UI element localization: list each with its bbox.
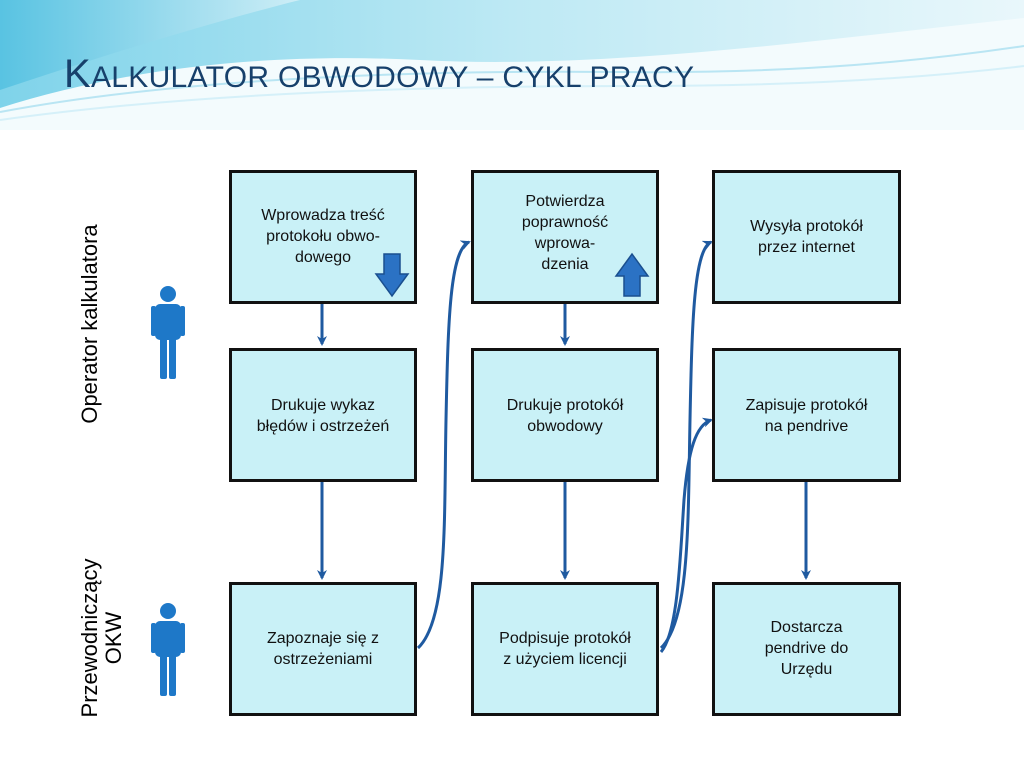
connector-step6-to-step8 [659,417,713,653]
step-box-send-protocol: Wysyła protokół przez internet [712,170,901,304]
step-text: Wprowadza treść protokołu obwo- dowego [261,207,385,266]
step-text: Dostarcza pendrive do Urzędu [764,619,849,678]
step-text: Wysyła protokół przez internet [750,218,863,256]
step-text: Drukuje protokół obwodowy [506,397,624,435]
person-icon [151,603,185,696]
lane-label-chairman: Przewodniczący OKW [77,558,126,718]
step-box-save-to-pendrive: Zapisuje protokół na pendrive [712,348,901,482]
page-title-rest: ALKULATOR OBWODOWY – CYKL PRACY [90,61,695,94]
step-box-deliver-pendrive: Dostarcza pendrive do Urzędu [712,582,901,716]
step-box-print-protocol: Drukuje protokół obwodowy [471,348,659,482]
page-title: KALKULATOR OBWODOWY – CYKL PRACY [64,52,694,97]
header-wave-background [0,0,1024,130]
step-text: Zapoznaje się z ostrzeżeniami [266,630,380,668]
connector-step6-to-step7 [659,240,713,650]
step-text: Drukuje wykaz błędów i ostrzeżeń [256,397,390,435]
step-box-review-warnings: Zapoznaje się z ostrzeżeniami [229,582,417,716]
step-text: Podpisuje protokół z użyciem licencji [499,630,631,668]
lane-label-operator: Operator kalkulatora [77,224,102,424]
step-text: Potwierdza poprawność wprowa- dzenia [521,193,609,273]
step-text: Zapisuje protokół na pendrive [745,397,868,435]
page-title-initial: K [64,52,91,96]
connector-step3-to-step4 [416,240,471,650]
step-box-enter-protocol: Wprowadza treść protokołu obwo- dowego [229,170,417,304]
step-box-sign-protocol: Podpisuje protokół z użyciem licencji [471,582,659,716]
up-arrow-icon [614,252,650,297]
down-arrow-icon [374,253,410,298]
step-box-print-errors: Drukuje wykaz błędów i ostrzeżeń [229,348,417,482]
person-icon [151,286,185,379]
step-box-confirm-correctness: Potwierdza poprawność wprowa- dzenia [471,170,659,304]
